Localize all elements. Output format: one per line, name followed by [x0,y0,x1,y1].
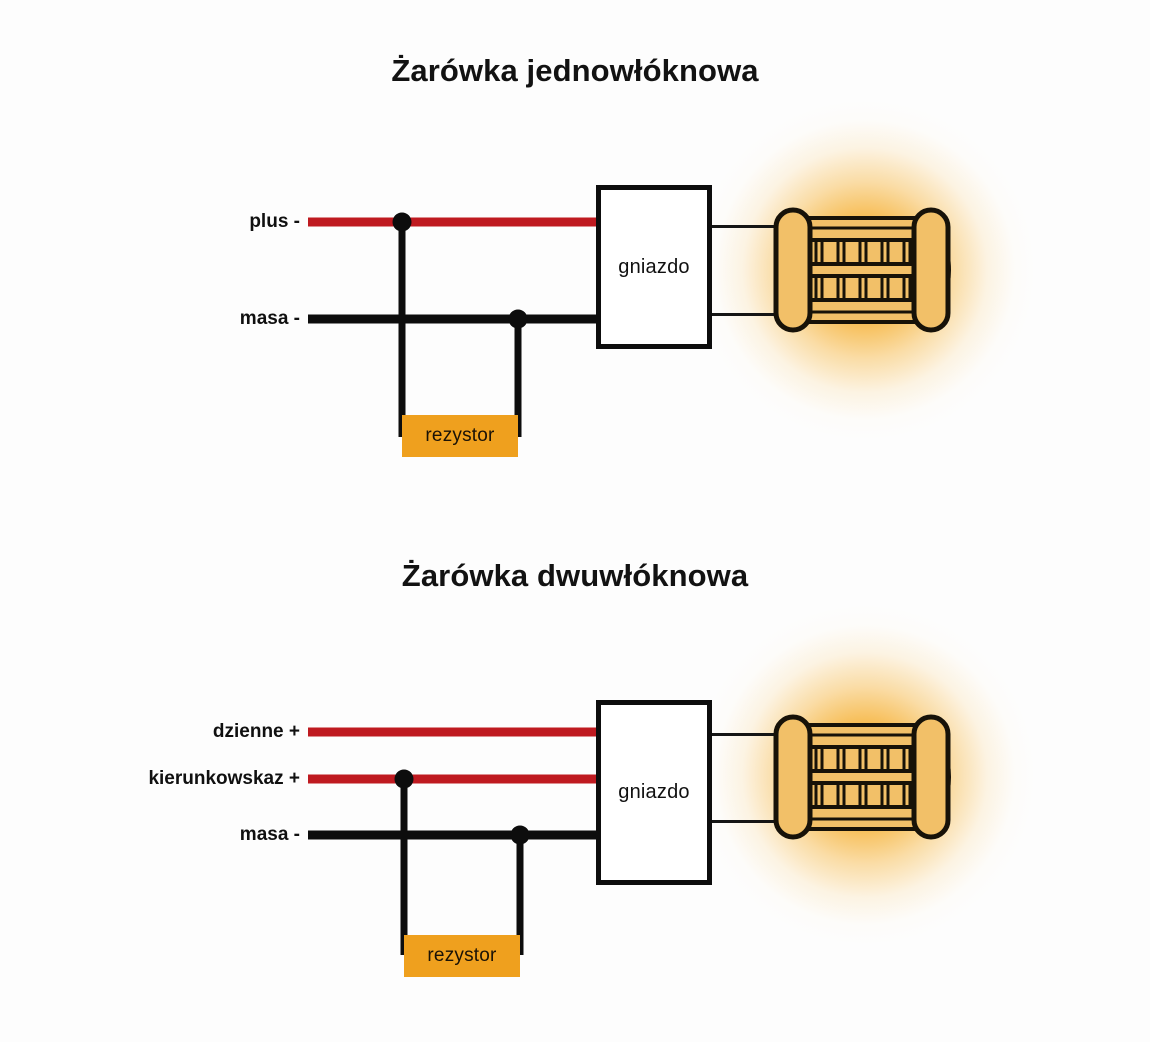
resistor-label: rezystor [427,945,497,966]
socket-label: gniazdo [618,255,690,278]
bulb-cap-right [911,207,951,333]
led-bulb [773,714,951,840]
wire-dzienne-horizontal [308,727,596,737]
wire-masa-horizontal [308,830,596,840]
lead-lower [712,313,784,316]
wire-masa-horizontal [308,314,596,324]
wire-masa-to-resistor [516,835,524,955]
terminal-label-kierunkowskaz: kierunkowskaz + [148,768,300,789]
diagram-title-single-filament: Żarówka jednowłóknowa [391,53,759,88]
resistor-label: rezystor [425,425,495,446]
bulb-chips-lower [814,785,912,806]
bulb-body [790,216,934,324]
lead-upper [712,225,784,228]
socket-gniazdo: gniazdo [596,700,712,885]
diagram-dual-filament: dzienne + kierunkowskaz + masa - gniazdo… [0,605,1150,1020]
terminal-label-masa: masa - [239,308,300,329]
wire-masa-to-resistor [514,319,522,437]
wire-kierunkowskaz-to-resistor [400,779,408,955]
bulb-cap-left [773,714,813,840]
socket-label: gniazdo [618,781,690,803]
resistor-box: rezystor [404,935,520,977]
bulb-cap-right [911,714,951,840]
bulb-cap-left [773,207,813,333]
wire-kierunkowskaz-horizontal [308,774,596,784]
bulb-chips-upper [814,242,912,263]
bulb-chips-lower [814,278,912,299]
junction-dot-masa [508,309,528,329]
diagram-title-dual-filament: Żarówka dwuwłóknowa [401,558,749,593]
lead-lower [712,820,784,823]
terminal-label-plus: plus - [249,211,300,232]
junction-dot-kierunkowskaz [394,769,414,789]
lead-upper [712,733,784,736]
wire-plus-to-resistor [398,222,406,437]
bulb-chips-upper [814,749,912,770]
junction-dot-masa [510,825,530,845]
led-bulb [773,207,951,333]
wire-plus-horizontal [308,217,596,227]
diagram-single-filament: plus - masa - gniazdo rezystor [0,100,1150,500]
bulb-body [790,723,934,831]
junction-dot-plus [392,212,412,232]
socket-gniazdo: gniazdo [596,185,712,349]
terminal-label-masa: masa - [239,824,300,845]
resistor-box: rezystor [402,415,518,457]
terminal-label-dzienne: dzienne + [212,721,300,742]
